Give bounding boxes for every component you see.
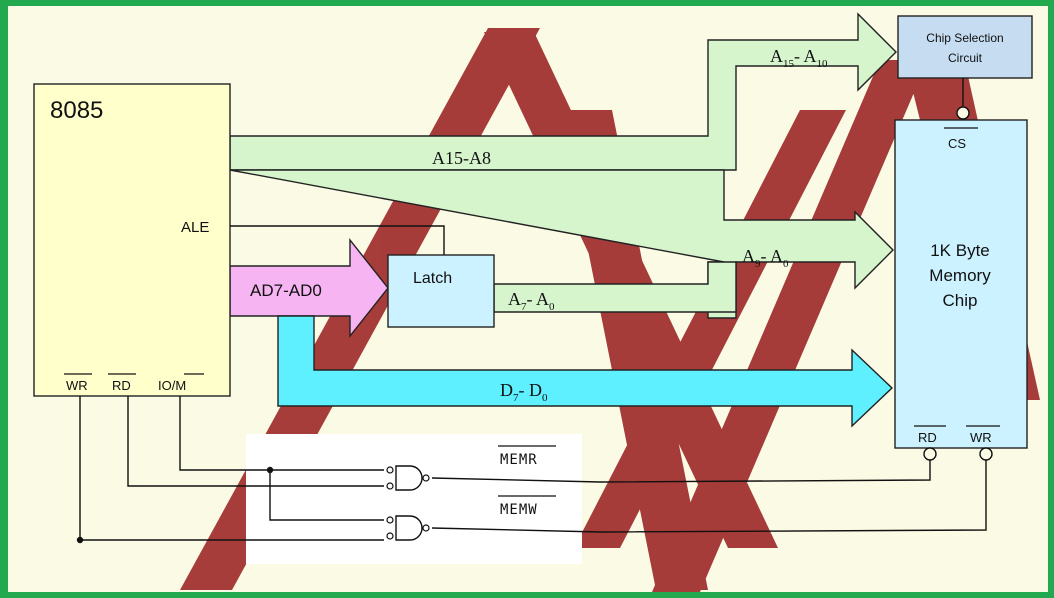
- bus-a7-a0-label: A7- A0: [508, 289, 555, 313]
- gate-panel: [246, 434, 582, 564]
- memory-line1: 1K Byte: [930, 241, 990, 260]
- memory-cs-label: CS: [948, 136, 966, 151]
- latch-block: [387, 254, 495, 328]
- cpu-8085-block: [33, 83, 231, 397]
- bus-a15-a8-label: A15-A8: [432, 148, 491, 168]
- bus-d7-d0-label: D7- D0: [500, 380, 548, 404]
- nand-gate-memw: [386, 515, 430, 541]
- chip-selection-line1: Chip Selection: [926, 31, 1003, 45]
- memory-wr-label: WR: [970, 430, 992, 445]
- memw-label: MEMW: [500, 502, 538, 518]
- bus-ad7-ad0-label: AD7-AD0: [250, 281, 322, 300]
- memory-line3: Chip: [943, 291, 978, 310]
- bus-d7-d0: [277, 315, 894, 428]
- cpu-wr-label: WR: [66, 378, 88, 393]
- memory-rd-label: RD: [918, 430, 937, 445]
- chip-selection-line2: Circuit: [948, 51, 983, 65]
- chip-select-bubble: [956, 106, 970, 120]
- memory-line2: Memory: [929, 266, 991, 285]
- chip-selection-block: [897, 15, 1033, 79]
- memory-chip-block: [894, 119, 1028, 449]
- memory-rd-bubble: [923, 447, 937, 461]
- bus-a15-a10-label: A15- A10: [770, 46, 828, 70]
- memory-wr-bubble: [979, 447, 993, 461]
- cpu-iom-label: IO/M: [158, 378, 186, 393]
- cpu-title: 8085: [50, 97, 103, 124]
- ale-signal-line: [230, 225, 445, 255]
- nand-gate-memr: [386, 465, 430, 491]
- memr-label: MEMR: [500, 452, 538, 468]
- control-wires: [76, 396, 987, 544]
- cpu-rd-label: RD: [112, 378, 131, 393]
- bus-ad7-ad0: [229, 237, 389, 339]
- latch-label: Latch: [413, 270, 452, 287]
- cpu-ale-label: ALE: [181, 219, 209, 236]
- bus-a9-a0-label: A9- A0: [742, 246, 789, 270]
